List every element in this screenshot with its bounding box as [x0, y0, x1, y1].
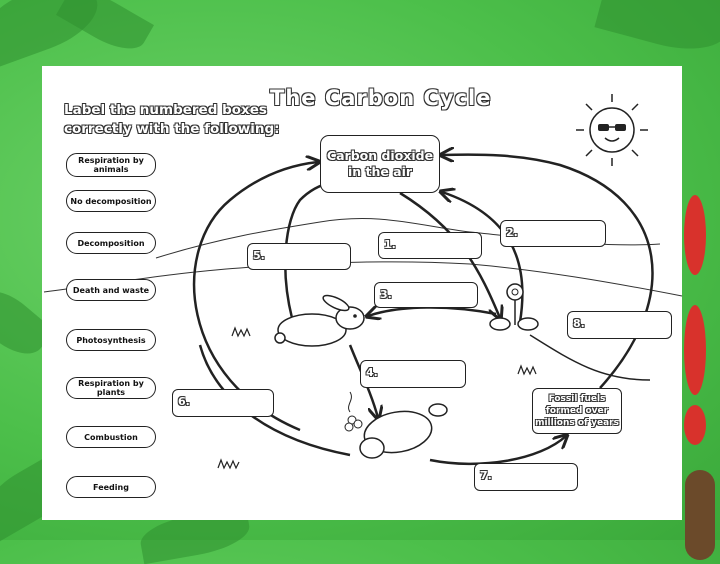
box-number: 5.	[253, 249, 265, 262]
option-no-decomposition[interactable]: No decomposition	[66, 190, 156, 212]
answer-box-2[interactable]: 2.	[500, 220, 606, 247]
box-number: 6.	[178, 395, 190, 408]
dead-rabbit-icon	[344, 391, 448, 459]
arrow-plant-down	[529, 334, 651, 381]
option-combustion[interactable]: Combustion	[66, 426, 156, 448]
arrow-left-to-co2	[192, 162, 318, 432]
answer-box-4[interactable]: 4.	[360, 360, 466, 388]
box-number: 7.	[480, 469, 492, 482]
co2-in-air-box: Carbon dioxide in the air	[320, 135, 440, 193]
grass-tuft-icon	[217, 458, 240, 470]
option-respiration-by-plants[interactable]: Respiration by plants	[66, 377, 156, 399]
arrow-rabbit-to-co2	[284, 181, 331, 319]
arrow-dead-to-fossil	[429, 436, 566, 466]
background-berry	[684, 305, 706, 395]
rabbit-icon	[274, 294, 365, 347]
arrow-fossil-to-co2	[442, 155, 654, 389]
box-number: 8.	[573, 317, 585, 330]
flower-icon	[489, 283, 539, 331]
grass-tuft-icon	[517, 364, 537, 376]
answer-box-5[interactable]: 5.	[247, 243, 351, 270]
fossil-line-3: millions of years	[535, 418, 619, 428]
co2-line-2: in the air	[347, 164, 413, 179]
answer-box-1[interactable]: 1.	[378, 232, 482, 259]
cycle-diagram	[43, 94, 683, 470]
box-number: 3.	[380, 288, 392, 301]
option-decomposition[interactable]: Decomposition	[66, 232, 156, 254]
fossil-fuels-box: Fossil fuels formed over millions of yea…	[532, 388, 622, 434]
ground-line	[43, 261, 683, 297]
box-number: 4.	[366, 366, 378, 379]
fossil-line-1: Fossil fuels	[548, 394, 606, 404]
instructions: Label the numbered boxes correctly with …	[64, 101, 280, 139]
option-respiration-by-animals[interactable]: Respiration by animals	[66, 153, 156, 177]
option-feeding[interactable]: Feeding	[66, 476, 156, 498]
answer-box-8[interactable]: 8.	[567, 311, 672, 339]
grass-tuft-icon	[231, 326, 251, 338]
background-berry	[684, 405, 706, 445]
box-number: 1.	[384, 238, 396, 251]
answer-box-7[interactable]: 7.	[474, 463, 578, 491]
arrow-plant-to-rabbit	[368, 307, 497, 316]
instructions-line-1: Label the numbered boxes	[64, 102, 267, 118]
option-photosynthesis[interactable]: Photosynthesis	[66, 329, 156, 351]
co2-line-1: Carbon dioxide	[326, 148, 434, 163]
page-title: The Carbon Cycle	[270, 86, 492, 110]
background-berry	[684, 195, 706, 275]
sun-with-sunglasses-icon	[576, 94, 648, 166]
fossil-line-2: formed over	[545, 406, 609, 416]
option-death-and-waste[interactable]: Death and waste	[66, 279, 156, 301]
answer-box-6[interactable]: 6.	[172, 389, 274, 417]
box-number: 2.	[506, 226, 518, 239]
instructions-line-2: correctly with the following:	[64, 121, 280, 137]
answer-box-3[interactable]: 3.	[374, 282, 478, 308]
